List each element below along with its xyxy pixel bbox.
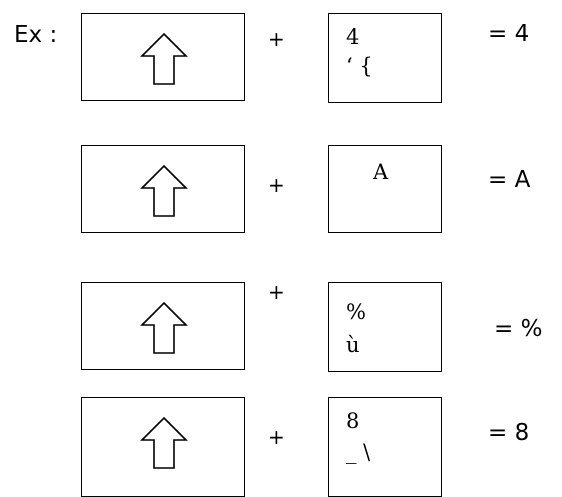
example-label: Ex : (14, 22, 58, 48)
shift-key (81, 282, 245, 370)
key-top-char: A (373, 160, 389, 184)
result-text: = 8 (488, 420, 530, 446)
plus-sign: + (268, 280, 285, 304)
plus-sign: + (268, 27, 285, 51)
key-bottom-chars: ‘ { (346, 54, 373, 78)
result-text: = % (494, 316, 543, 342)
plus-sign: + (268, 173, 285, 197)
plus-sign: + (268, 425, 285, 449)
key-top-char: 8 (346, 409, 360, 433)
character-key: 8 _ \ (328, 397, 442, 497)
character-key: % ù (328, 282, 442, 372)
shift-key (81, 13, 245, 101)
shift-arrow-icon (140, 32, 188, 85)
shift-key (81, 145, 245, 233)
key-bottom-chars: ù (346, 333, 360, 357)
result-text: = A (488, 167, 531, 193)
shift-arrow-icon (140, 164, 188, 217)
key-bottom-chars: _ \ (346, 440, 371, 464)
result-text: = 4 (488, 21, 530, 47)
shift-arrow-icon (140, 416, 188, 469)
character-key: A (328, 145, 442, 233)
shift-arrow-icon (140, 301, 188, 354)
key-top-char: % (346, 300, 366, 324)
shift-key (81, 397, 245, 497)
key-top-char: 4 (346, 25, 360, 49)
character-key: 4 ‘ { (328, 13, 442, 103)
